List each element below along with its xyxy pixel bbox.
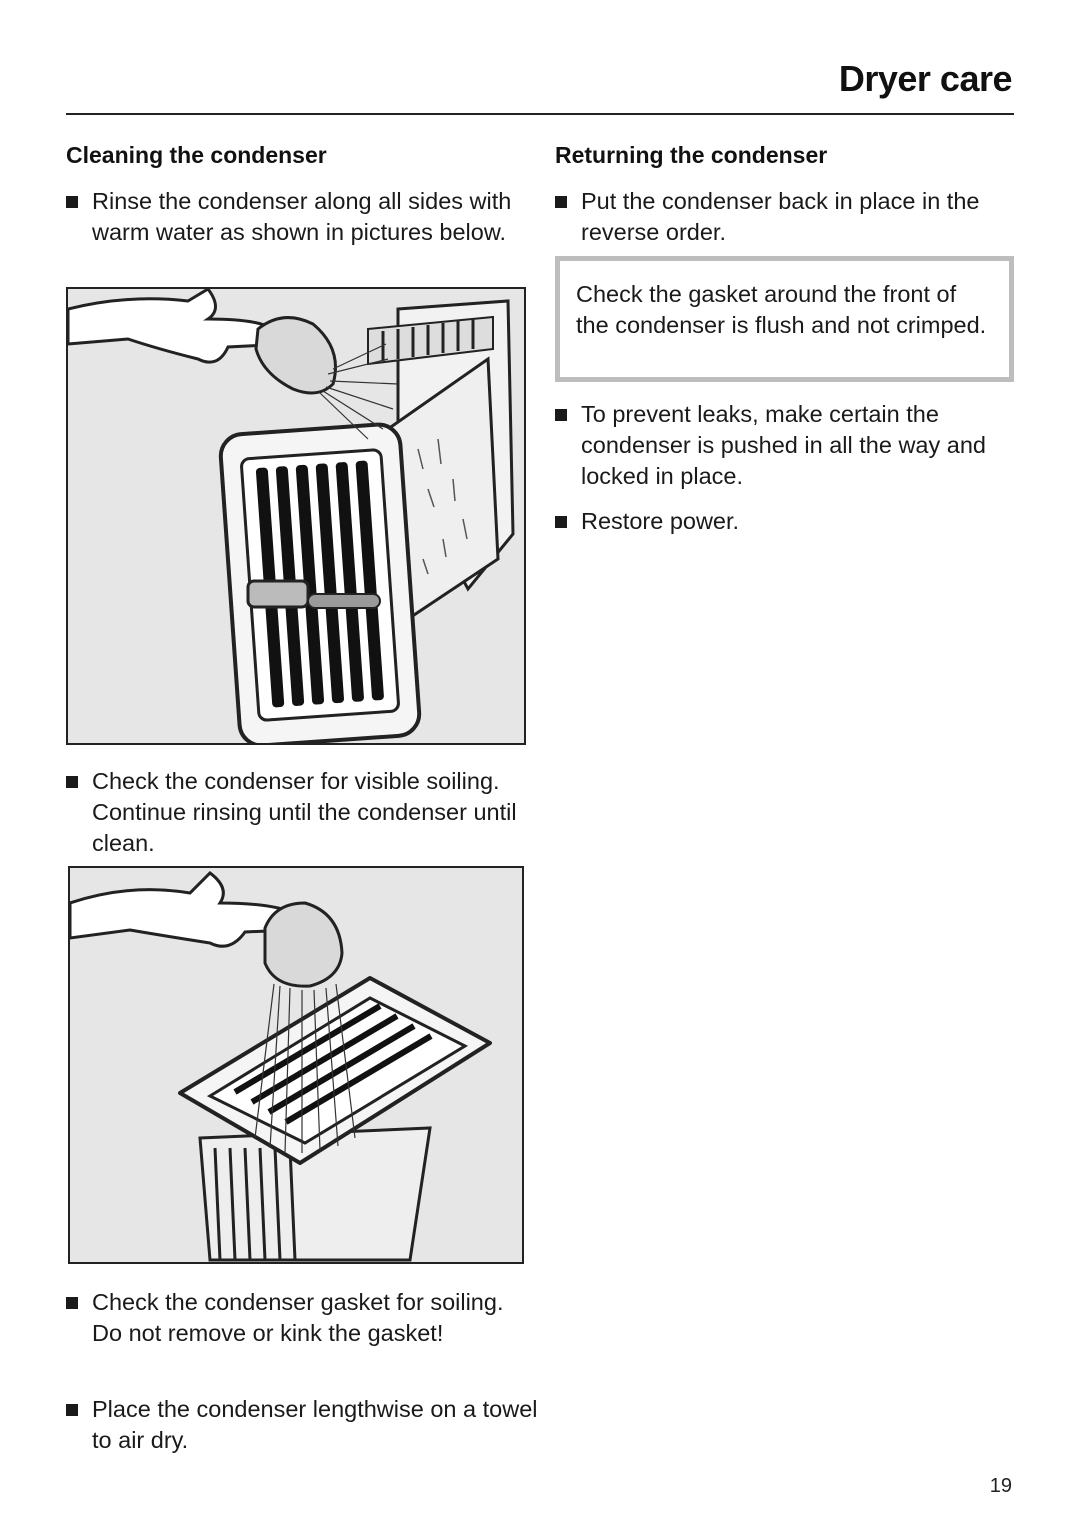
page-number: 19 [989,1475,1012,1497]
bullet-square-icon [66,196,78,208]
note-box: Check the gasket around the front of the… [555,256,1014,382]
note-text: Check the gasket around the front of the… [576,281,987,338]
bullet-square-icon [66,776,78,788]
bullet-square-icon [66,1404,78,1416]
returning-section: Returning the condenser [555,140,1015,170]
bullet-text: Check the condenser gasket for soiling. [92,1289,504,1315]
bullet-square-icon [555,196,567,208]
bullet-text: Check the condenser for visible soiling.… [92,768,517,856]
rinse-illustration-side [66,287,526,745]
header-rule [66,113,1014,115]
page-title: Dryer care [838,58,1013,99]
returning-heading: Returning the condenser [555,142,828,168]
cleaning-section: Cleaning the condenser [66,140,528,170]
list-item: Check the condenser gasket for soiling. … [66,1287,554,1349]
bullet-text: Place the condenser lengthwise on a towe… [92,1396,538,1453]
cleaning-heading: Cleaning the condenser [66,142,327,168]
list-item: To prevent leaks, make certain the conde… [555,399,1031,492]
condenser-rinse-side-image [68,289,515,743]
list-item: Rinse the condenser along all sides with… [66,186,554,248]
list-item: Place the condenser lengthwise on a towe… [66,1394,554,1456]
bullet-square-icon [66,1297,78,1309]
list-item: Check the condenser for visible soiling.… [66,766,554,859]
bullet-text-warning: Do not remove or kink the gasket! [92,1320,444,1346]
bullet-text: Rinse the condenser along all sides with… [92,188,512,245]
bullet-text: To prevent leaks, make certain the conde… [581,401,986,489]
bullet-text: Restore power. [581,508,740,534]
rinse-illustration-top [68,866,524,1264]
list-item: Put the condenser back in place in the r… [555,186,1031,248]
bullet-text: Put the condenser back in place in the r… [581,188,980,245]
list-item: Restore power. [555,506,1031,537]
condenser-rinse-top-image [70,871,492,1262]
bullet-square-icon [555,516,567,528]
bullet-square-icon [555,409,567,421]
